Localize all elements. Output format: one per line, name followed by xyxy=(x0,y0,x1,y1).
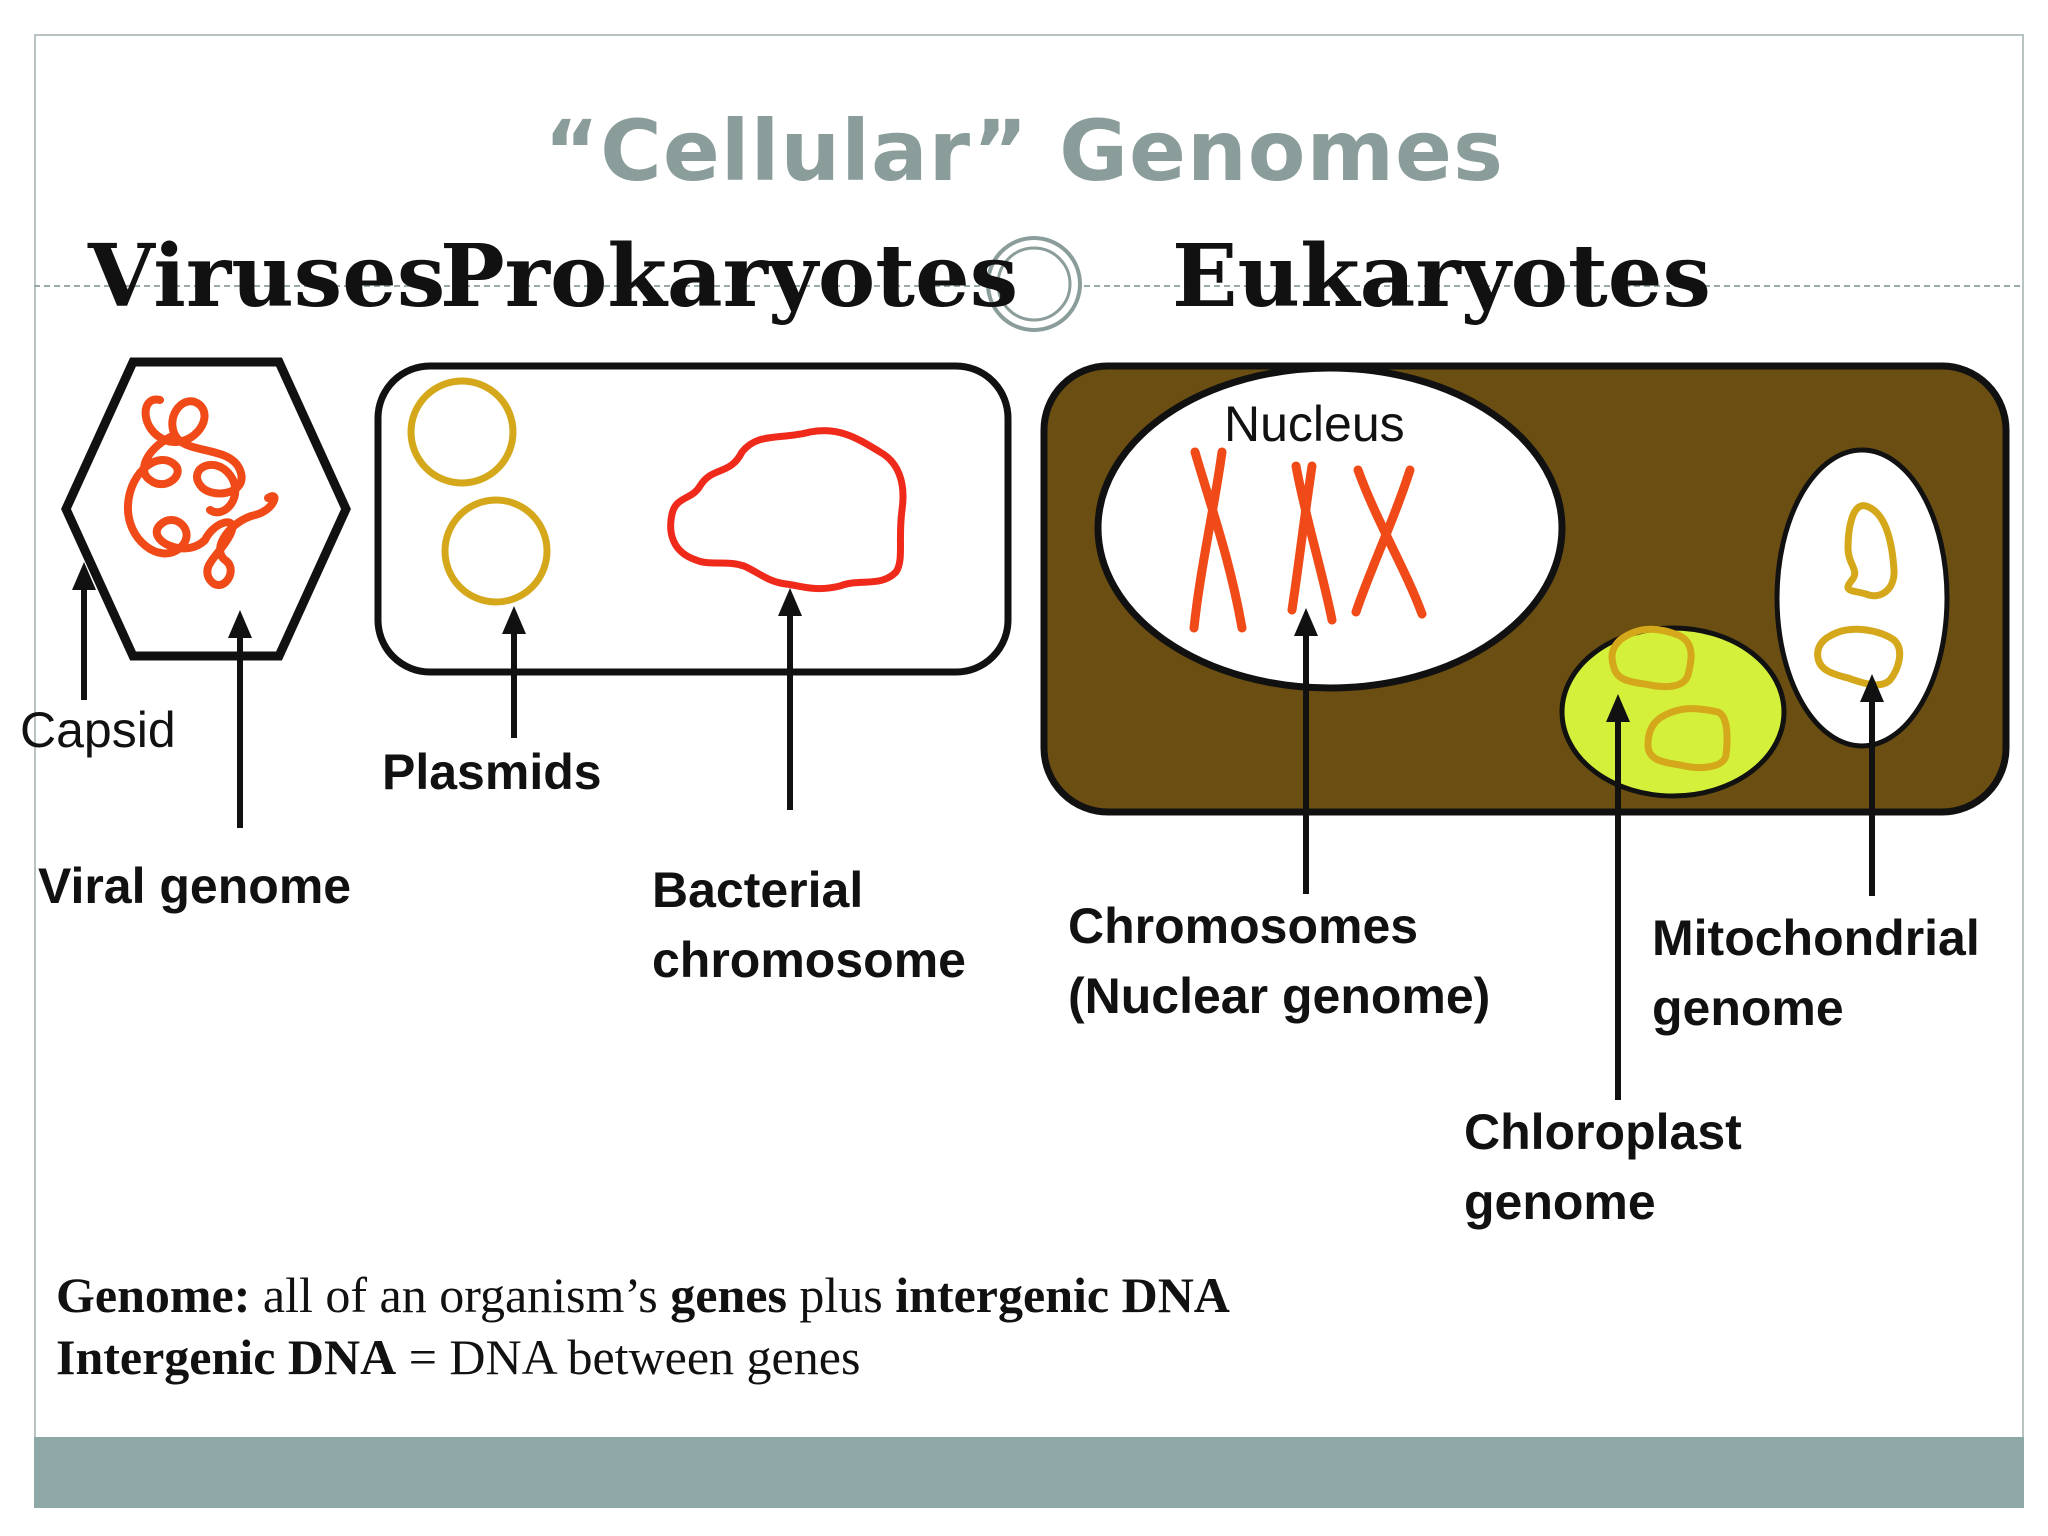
chloroplast-label-line1: Chloroplast xyxy=(1464,1104,1742,1160)
chloroplast-label-line2: genome xyxy=(1464,1174,1656,1230)
genome-text-2: plus xyxy=(786,1267,896,1323)
mitochondrial-label-line2: genome xyxy=(1652,980,1844,1036)
plasmids-label: Plasmids xyxy=(382,744,602,800)
chromosomes-label-line2: (Nuclear genome) xyxy=(1068,968,1491,1024)
mitochondrion xyxy=(1774,447,1950,749)
chloroplast-genome-1 xyxy=(1608,625,1695,691)
intergenic-term: Intergenic DNA xyxy=(56,1329,397,1385)
header-viruses: Viruses xyxy=(88,226,446,327)
viral-genome-arrowhead xyxy=(228,610,252,638)
plasmid-1 xyxy=(407,377,517,487)
intergenic-definition: Intergenic DNA = DNA between genes xyxy=(56,1328,860,1386)
header-prokaryotes: Prokaryotes xyxy=(440,226,1019,327)
bacterial-chromosome-label-line1: Bacterial xyxy=(652,862,864,918)
mitochondrial-label-line1: Mitochondrial xyxy=(1652,910,1980,966)
nuclear-chromosomes xyxy=(1189,447,1427,633)
bacterial-chromosome-arrowhead xyxy=(778,588,802,616)
mitochondrial-arrowhead xyxy=(1860,674,1884,702)
capsid-arrowhead xyxy=(72,562,96,590)
capsid-label: Capsid xyxy=(20,702,176,758)
virus-capsid xyxy=(61,357,351,661)
plasmid-2 xyxy=(441,496,551,606)
viral-genome-label: Viral genome xyxy=(38,858,352,914)
bacterial-chromosome-label-line2: chromosome xyxy=(652,932,966,988)
chromosomes-label-line1: Chromosomes xyxy=(1068,898,1419,954)
chloroplast-genome-2 xyxy=(1644,705,1731,771)
decorative-ring-outer xyxy=(986,236,1082,332)
prokaryote-cell xyxy=(374,362,1012,676)
slide-title: “Cellular” Genomes xyxy=(543,102,1505,200)
footer-band xyxy=(34,1437,2024,1508)
mitochondrial-genome-1 xyxy=(1844,502,1898,600)
genome-genes: genes xyxy=(670,1267,787,1323)
genome-definition: Genome: all of an organism’s genes plus … xyxy=(56,1266,1230,1324)
nucleus-label: Nucleus xyxy=(1224,396,1405,452)
genome-intergenic: intergenic DNA xyxy=(895,1267,1230,1323)
plasmids-arrowhead xyxy=(502,606,526,634)
chromosomes-arrowhead xyxy=(1294,608,1318,636)
genome-text-1: all of an organism’s xyxy=(250,1267,671,1323)
intergenic-text: = DNA between genes xyxy=(396,1329,861,1385)
viral-genome-strand xyxy=(123,395,279,589)
genome-term: Genome: xyxy=(56,1267,251,1323)
chloroplast-arrowhead xyxy=(1606,694,1630,722)
arrows xyxy=(72,562,1884,1100)
decorative-ring-inner xyxy=(996,246,1072,322)
header-eukaryotes: Eukaryotes xyxy=(1172,226,1711,327)
bacterial-chromosome xyxy=(667,427,907,593)
nucleus xyxy=(1094,364,1566,692)
